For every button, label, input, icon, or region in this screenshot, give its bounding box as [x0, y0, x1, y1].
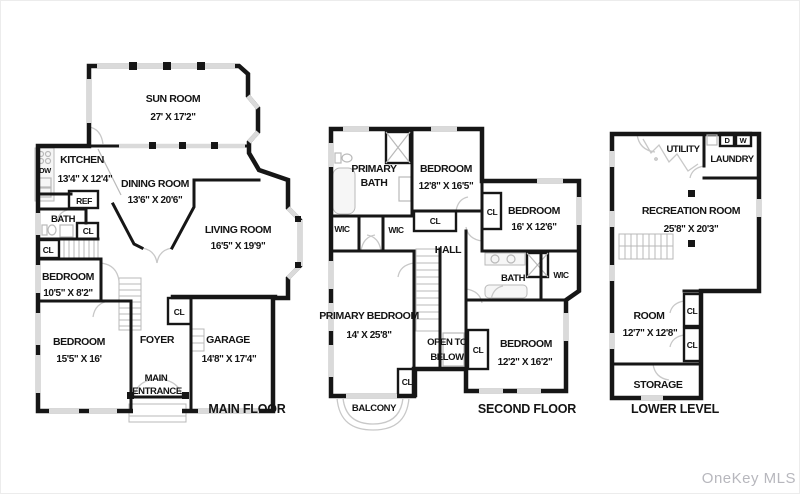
laundry-label: LAUNDRY: [710, 154, 754, 165]
second-floor-title: SECOND FLOOR: [478, 402, 576, 416]
storage-label: STORAGE: [634, 379, 683, 391]
watermark: OneKey MLS: [702, 470, 796, 487]
main-floor-outer-walls: [35, 63, 303, 414]
utility-label: UTILITY: [666, 144, 700, 155]
foyer-label: FOYER: [140, 334, 175, 346]
main-floor-title: MAIN FLOOR: [208, 402, 285, 416]
open-to-below-line2: BELOW: [430, 352, 464, 363]
sun-room-label: SUN ROOM: [146, 93, 201, 105]
second-floor-interior-walls: [329, 127, 581, 398]
bedroom-a-label: BEDROOM: [420, 163, 473, 175]
open-to-below-line1: OPEN TO: [427, 337, 467, 348]
dining-room-label: DINING ROOM: [121, 178, 190, 190]
closet-label: CL: [473, 345, 484, 355]
lower-level-stairs: [618, 233, 674, 260]
living-room-dims: 16'5" X 19'9": [211, 241, 266, 252]
dining-room-dims: 13'6" X 20'6": [128, 195, 183, 206]
second-floor-plan: PRIMARY BATH BEDROOM 12'8" X 16'5" CL CL…: [319, 126, 582, 431]
main-entrance-line2: ENTRANCE: [132, 386, 182, 397]
bedroom2-dims: 15'5" X 16': [56, 354, 101, 365]
primary-bath-line1: PRIMARY: [351, 163, 397, 175]
lower-level-title: LOWER LEVEL: [631, 402, 720, 416]
washer-label: W: [740, 136, 748, 145]
closet-label: CL: [487, 207, 498, 217]
bedroom2-label: BEDROOM: [53, 336, 106, 348]
bedroom-b-dims: 16' X 12'6": [511, 222, 557, 233]
lower-level-outer-walls: [609, 131, 762, 401]
wic-label: WIC: [388, 225, 404, 235]
second-bath-label: BATH: [501, 273, 526, 284]
refrigerator-label: REF: [76, 196, 92, 206]
bedroom-c-dims: 12'2" X 16'2": [498, 357, 553, 368]
closet-label: CL: [43, 245, 54, 255]
second-floor-stairs: [415, 248, 465, 367]
second-floor-balcony: [336, 397, 410, 431]
kitchen-label: KITCHEN: [60, 154, 104, 166]
closet-label: CL: [402, 377, 413, 387]
garage-dims: 14'8" X 17'4": [202, 354, 257, 365]
living-room-label: LIVING ROOM: [205, 224, 272, 236]
closet-label: CL: [430, 216, 441, 226]
second-floor-windows: [328, 126, 582, 399]
main-entrance-line1: MAIN: [145, 373, 168, 384]
lower-level-interior-walls: [610, 131, 761, 366]
recreation-room-label: RECREATION ROOM: [642, 205, 741, 217]
wic-label: WIC: [334, 224, 350, 234]
second-floor-fixtures: [332, 130, 550, 299]
second-floor-doors: [360, 196, 504, 304]
kitchen-dims: 13'4" X 12'4": [58, 174, 113, 185]
closet-label: CL: [687, 340, 698, 350]
lower-room-label: ROOM: [633, 310, 665, 322]
sun-room-dims: 27' X 17'2": [150, 112, 196, 123]
garage-label: GARAGE: [206, 334, 250, 346]
primary-bedroom-dims: 14' X 25'8": [346, 330, 392, 341]
closet-label: CL: [687, 306, 698, 316]
lower-level-windows: [609, 151, 762, 401]
lower-level-doors: [636, 133, 705, 381]
bedroom-a-dims: 12'8" X 16'5": [419, 181, 474, 192]
bedroom-b-label: BEDROOM: [508, 205, 561, 217]
primary-bath-line2: BATH: [361, 177, 388, 189]
lower-level-plan: UTILITY D W LAUNDRY RECREATION ROOM 25'8…: [609, 131, 762, 416]
bedroom1-label: BEDROOM: [42, 271, 95, 283]
closet-label: CL: [83, 226, 94, 236]
main-floor-plan: SUN ROOM 27' X 17'2" KITCHEN 13'4" X 12'…: [34, 62, 303, 423]
closet-label: CL: [174, 307, 185, 317]
dishwasher-label: DW: [39, 166, 52, 175]
main-floor-windows: [35, 62, 303, 414]
bedroom1-dims: 10'5" X 8'2": [43, 288, 93, 299]
dryer-label: D: [724, 136, 730, 145]
wic-label: WIC: [553, 270, 569, 280]
hall-label: HALL: [435, 244, 462, 256]
main-bath-label: BATH: [51, 214, 76, 225]
primary-bedroom-label: PRIMARY BEDROOM: [319, 310, 419, 322]
bedroom-c-label: BEDROOM: [500, 338, 553, 350]
recreation-room-dims: 25'8" X 20'3": [664, 224, 719, 235]
lower-room-dims: 12'7" X 12'8": [623, 328, 678, 339]
balcony-label: BALCONY: [352, 403, 397, 414]
